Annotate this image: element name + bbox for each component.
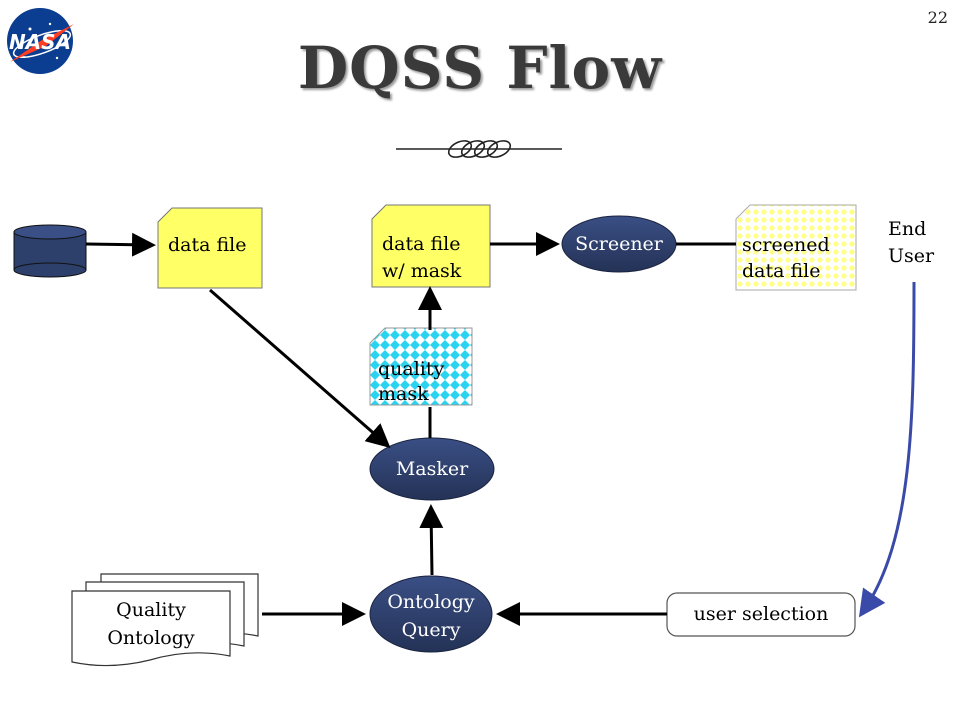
screened-label-line1: screened [742,234,830,256]
masker-node [369,437,495,501]
ontology-query-label-line1: Ontology [387,591,475,613]
arrow-ontology-to-masker [419,504,444,576]
data-file-mask-label-line1: data file [382,233,461,255]
quality-mask-label-line2: mask [378,383,429,405]
quality-mask-label-line1: quality [378,358,445,380]
screened-data-file-doc [735,204,857,291]
screener-label: Screener [575,233,663,255]
masker-label: Masker [395,458,469,480]
ontology-query-node [369,575,493,653]
arrow-datafile-to-masker [209,288,391,448]
quality-ontology-label-line1: Quality [116,599,186,621]
ontology-query-label-line2: Query [401,619,461,641]
data-file-mask-label-line2: w/ mask [382,260,462,282]
user-selection-label: user selection [693,603,829,625]
data-file-label: data file [168,234,247,256]
slide-title: DQSS Flow [297,34,663,102]
end-user-label-line1: End [888,218,927,240]
screened-label-line2: data file [742,260,821,282]
nasa-logo: NASA [7,8,74,74]
quality-ontology-docs [71,573,259,667]
data-file-doc [157,207,263,289]
database-icon [13,224,87,278]
end-user-label-line2: User [888,245,935,267]
slide-number: 22 [927,8,948,27]
arrow-enduser-to-selection [858,281,916,618]
quality-mask-doc [369,327,473,406]
svg-text:NASA: NASA [9,30,71,54]
title-flourish [396,140,562,158]
quality-ontology-label-line2: Ontology [107,627,195,649]
arrow-db-to-datafile [85,232,156,257]
